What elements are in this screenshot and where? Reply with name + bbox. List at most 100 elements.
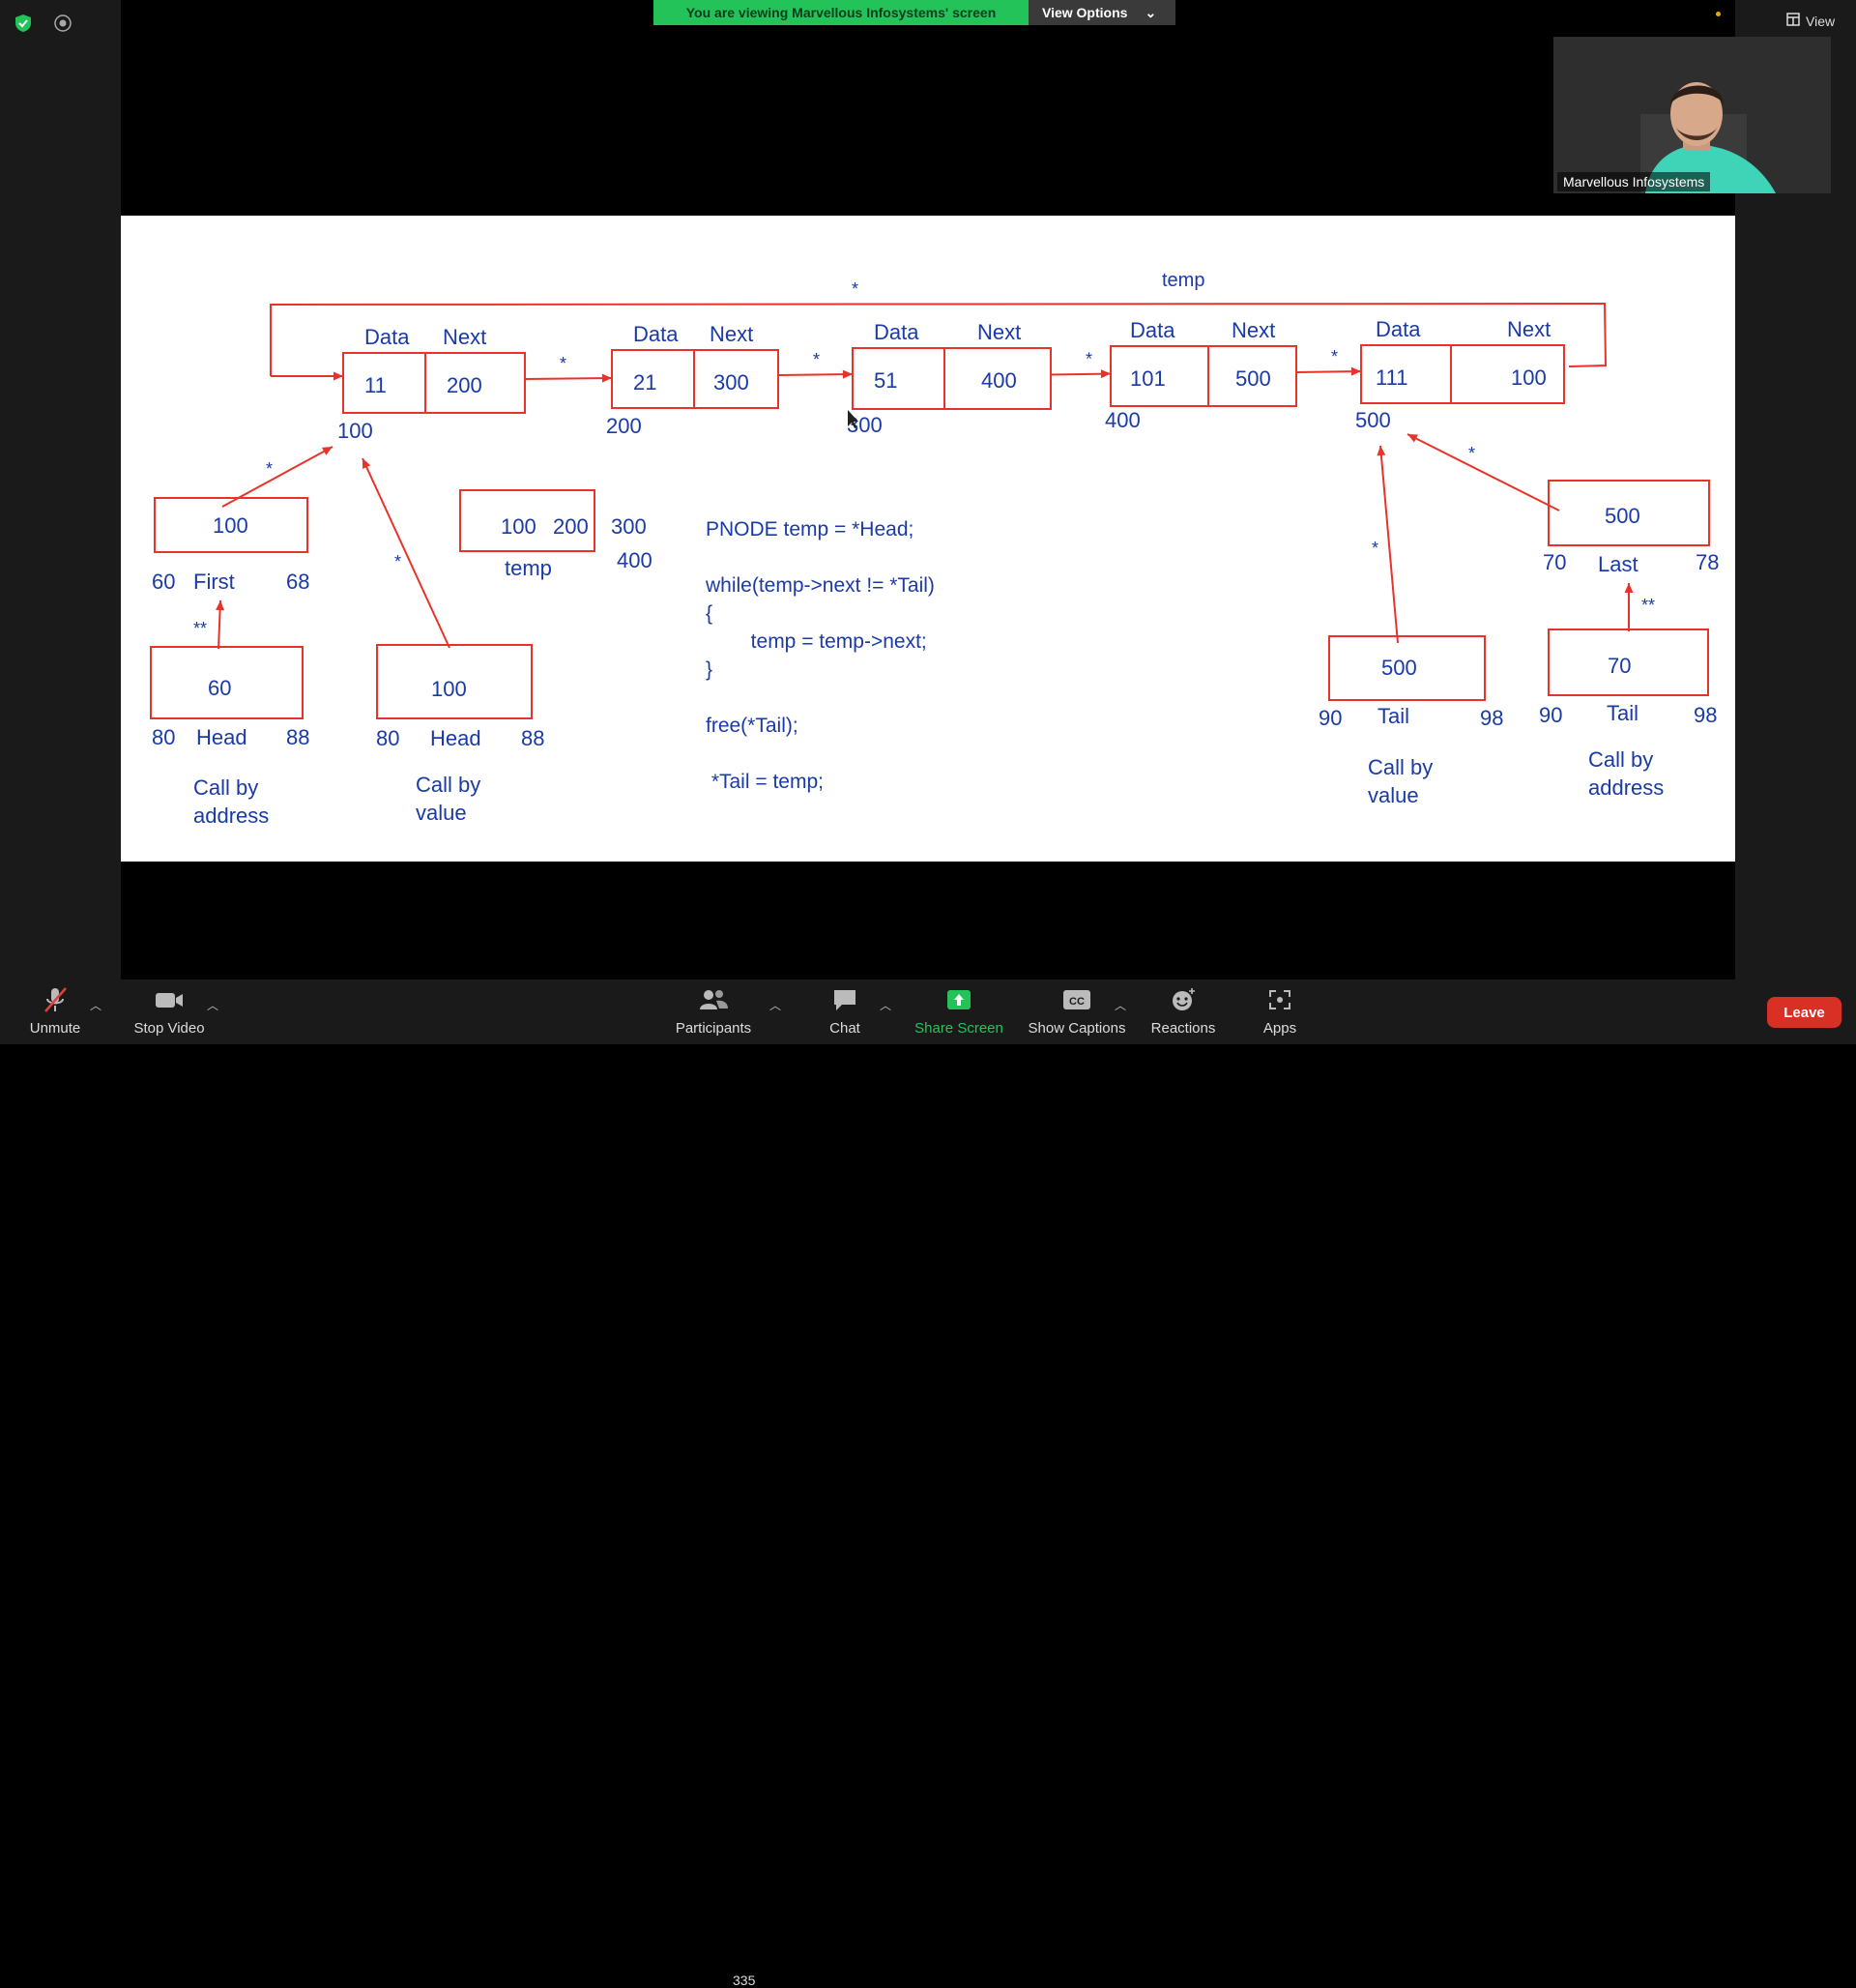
video-camera-icon	[153, 985, 186, 1014]
node-next-header: Next	[710, 322, 753, 346]
node-data-header: Data	[1130, 318, 1175, 342]
head-addr-caption-2: address	[193, 804, 269, 828]
node-next-header: Next	[1232, 318, 1275, 342]
share-screen-label: Share Screen	[914, 1020, 1003, 1037]
closed-captions-icon: CC	[1061, 985, 1092, 1014]
chat-options-caret-icon[interactable]: ︿	[880, 999, 892, 1012]
temp-top-label: temp	[1162, 270, 1204, 291]
temp-name: temp	[505, 556, 552, 580]
temp-value-2: 200	[553, 514, 589, 539]
meeting-toolbar: Unmute ︿ Stop Video ︿ Participants 335 ︿…	[0, 979, 1856, 1988]
tail-val-box	[1328, 635, 1486, 701]
captions-options-caret-icon[interactable]: ︿	[1115, 999, 1127, 1012]
last-right: 78	[1696, 550, 1719, 574]
last-to-node-arrow	[1406, 433, 1560, 512]
loop-arrow-head	[333, 371, 343, 381]
tail-val-caption-1: Call by	[1368, 755, 1433, 779]
node-address: 100	[337, 419, 373, 443]
mouse-cursor-icon	[848, 410, 858, 428]
shield-check-icon[interactable]	[13, 13, 34, 34]
share-screen-button[interactable]: Share Screen	[914, 985, 1004, 1037]
svg-text:CC: CC	[1069, 996, 1085, 1008]
first-left-addr: 60	[152, 570, 175, 594]
record-icon[interactable]	[52, 13, 73, 34]
tail-val-caption-2: value	[1368, 783, 1419, 807]
tail-val-left: 90	[1319, 706, 1342, 730]
participants-count: 335	[733, 1973, 756, 1988]
link-arrow	[1050, 372, 1112, 376]
node-data-header: Data	[633, 322, 679, 346]
speaker-video-tile[interactable]: Marvellous Infosystems	[1553, 37, 1831, 193]
head-addr-value: 60	[208, 676, 231, 700]
link-star: *	[813, 350, 820, 369]
node-data-header: Data	[364, 325, 410, 349]
first-right-addr: 68	[286, 570, 309, 594]
node-next-header: Next	[443, 325, 486, 349]
participants-options-caret-icon[interactable]: ︿	[769, 999, 782, 1012]
apps-button[interactable]: Apps	[1257, 985, 1303, 1037]
status-dot	[1716, 12, 1721, 16]
node-box	[852, 347, 1052, 410]
tail-to-last-arrow-head	[1624, 583, 1634, 594]
video-options-caret-icon[interactable]: ︿	[207, 999, 219, 1012]
last-to-node-arrow-head	[1407, 434, 1418, 443]
link-star: *	[1331, 347, 1338, 366]
chat-bubble-icon	[830, 985, 859, 1014]
link-star: *	[560, 354, 566, 373]
node-address: 200	[606, 414, 642, 438]
view-label: View	[1806, 13, 1836, 29]
head-val-star: *	[394, 552, 401, 571]
tail-val-name: Tail	[1378, 704, 1409, 728]
node-next-header: Next	[1507, 317, 1551, 341]
stop-video-button[interactable]: Stop Video	[129, 985, 210, 1037]
leave-button[interactable]: Leave	[1767, 997, 1842, 1028]
show-captions-label: Show Captions	[1028, 1020, 1126, 1037]
participants-label: Participants	[675, 1020, 752, 1037]
node-box	[1110, 345, 1297, 407]
last-name: Last	[1598, 552, 1638, 576]
tail-addr-right: 98	[1694, 703, 1717, 727]
participants-button[interactable]: Participants	[670, 985, 757, 1037]
link-arrow-head	[1350, 366, 1361, 376]
head-val-caption-2: value	[416, 801, 467, 825]
tail-addr-star: **	[1641, 596, 1655, 615]
grid-icon	[1786, 13, 1800, 29]
tail-val-value: 500	[1381, 656, 1417, 680]
unmute-label: Unmute	[29, 1020, 81, 1037]
first-value: 100	[213, 513, 248, 538]
node-data-value: 11	[364, 373, 387, 397]
reactions-button[interactable]: Reactions	[1148, 985, 1218, 1037]
link-arrow-head	[601, 373, 612, 383]
audio-options-caret-icon[interactable]: ︿	[90, 999, 102, 1012]
node-next-value: 400	[981, 368, 1017, 393]
view-button[interactable]: View	[1786, 13, 1835, 29]
code-snippet: PNODE temp = *Head; while(temp->next != …	[706, 518, 935, 793]
head-val-box	[376, 644, 533, 719]
last-star: *	[1468, 444, 1475, 463]
temp-box	[459, 489, 595, 552]
node-data-header: Data	[1376, 317, 1421, 341]
node-data-header: Data	[874, 320, 919, 344]
node-address: 500	[1355, 408, 1391, 432]
link-arrow-head	[1100, 369, 1111, 379]
view-options-button[interactable]: View Options ⌄	[1029, 0, 1175, 25]
node-data-value: 101	[1130, 366, 1166, 391]
node-next-value: 100	[1511, 365, 1547, 390]
chat-button[interactable]: Chat	[824, 985, 866, 1037]
microphone-muted-icon	[41, 985, 70, 1014]
node-data-value: 21	[633, 370, 656, 395]
loop-top-segment	[270, 303, 1607, 376]
speaker-video-image	[1553, 37, 1831, 193]
node-box	[1360, 344, 1565, 404]
head-val-right: 88	[521, 726, 544, 750]
participants-icon	[697, 985, 730, 1014]
last-left: 70	[1543, 550, 1566, 574]
unmute-button[interactable]: Unmute	[22, 985, 88, 1037]
show-captions-button[interactable]: CC Show Captions	[1027, 985, 1127, 1037]
head-addr-star: **	[193, 619, 207, 638]
link-arrow	[1295, 370, 1362, 373]
first-star: *	[266, 459, 273, 479]
apps-label: Apps	[1262, 1020, 1297, 1037]
